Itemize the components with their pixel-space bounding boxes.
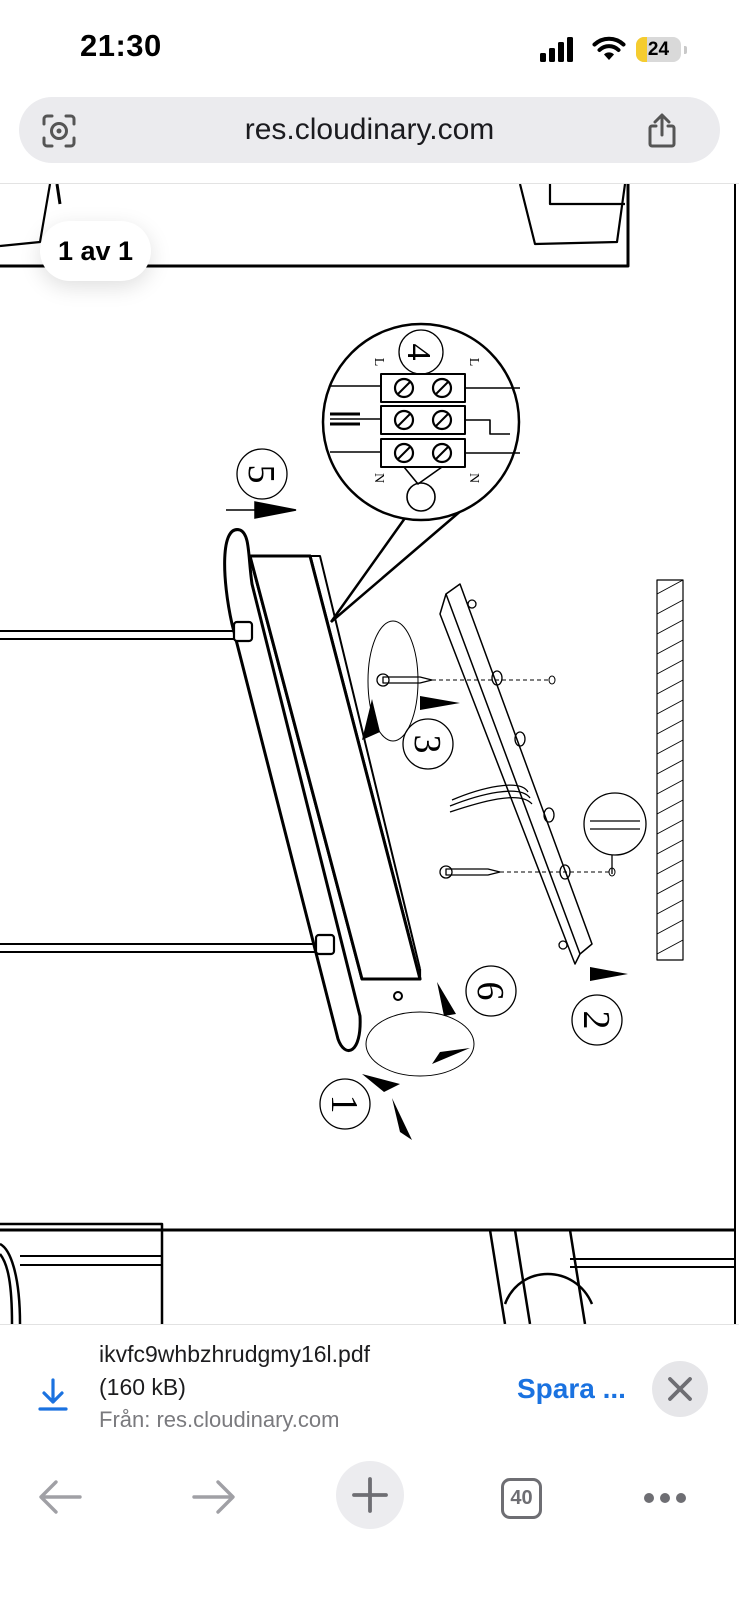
diagram-label-4: 4 (400, 344, 437, 361)
download-source: Från: res.cloudinary.com (99, 1407, 340, 1432)
visual-lookup-icon[interactable] (41, 113, 77, 149)
terminal-label-n1: N (371, 473, 386, 483)
back-arrow-icon[interactable] (36, 1477, 84, 1517)
terminal-label-l1: L (371, 358, 386, 367)
battery-level: 24 (647, 39, 670, 60)
cellular-signal-icon (540, 37, 573, 62)
wifi-icon (592, 36, 626, 60)
status-bar: 21:30 24 (0, 0, 739, 92)
save-button[interactable]: Spara ... (517, 1373, 626, 1404)
download-icon[interactable] (36, 1377, 70, 1413)
download-filesize: (160 kB) (99, 1374, 186, 1400)
new-tab-button[interactable] (336, 1461, 404, 1529)
download-filename: ikvfc9whbzhrudgmy16l.pdf (99, 1341, 371, 1367)
more-icon[interactable] (642, 1491, 688, 1505)
diagram-label-6: 6 (469, 982, 511, 1001)
plus-icon[interactable] (336, 1461, 404, 1529)
forward-arrow-icon[interactable] (190, 1477, 238, 1517)
diagram-label-1: 1 (323, 1095, 365, 1114)
tabs-icon[interactable]: 40 (501, 1478, 542, 1519)
battery-fill (636, 37, 647, 62)
url-bar[interactable]: res.cloudinary.com (19, 97, 720, 163)
assembly-diagram: 5 4 3 6 1 2 L L N N (0, 184, 736, 1324)
bottom-toolbar: 40 (0, 1453, 739, 1600)
terminal-label-n2: N (466, 473, 481, 483)
diagram-label-3: 3 (406, 735, 448, 754)
close-icon[interactable] (652, 1361, 708, 1417)
share-icon[interactable] (644, 113, 680, 149)
url-divider (0, 183, 739, 184)
battery-nub (684, 46, 687, 54)
pdf-viewer[interactable]: 5 4 3 6 1 2 L L N N (0, 184, 739, 1324)
diagram-label-2: 2 (575, 1011, 617, 1030)
diagram-label-5: 5 (240, 465, 282, 484)
battery-icon: 24 (636, 37, 681, 62)
page-indicator: 1 av 1 (40, 221, 151, 281)
terminal-label-l2: L (466, 358, 481, 367)
close-download-button[interactable] (652, 1361, 708, 1417)
download-banner: ikvfc9whbzhrudgmy16l.pdf (160 kB) Från: … (0, 1324, 739, 1454)
status-time: 21:30 (80, 28, 162, 63)
status-icons: 24 (0, 30, 739, 70)
url-text[interactable]: res.cloudinary.com (244, 113, 495, 146)
